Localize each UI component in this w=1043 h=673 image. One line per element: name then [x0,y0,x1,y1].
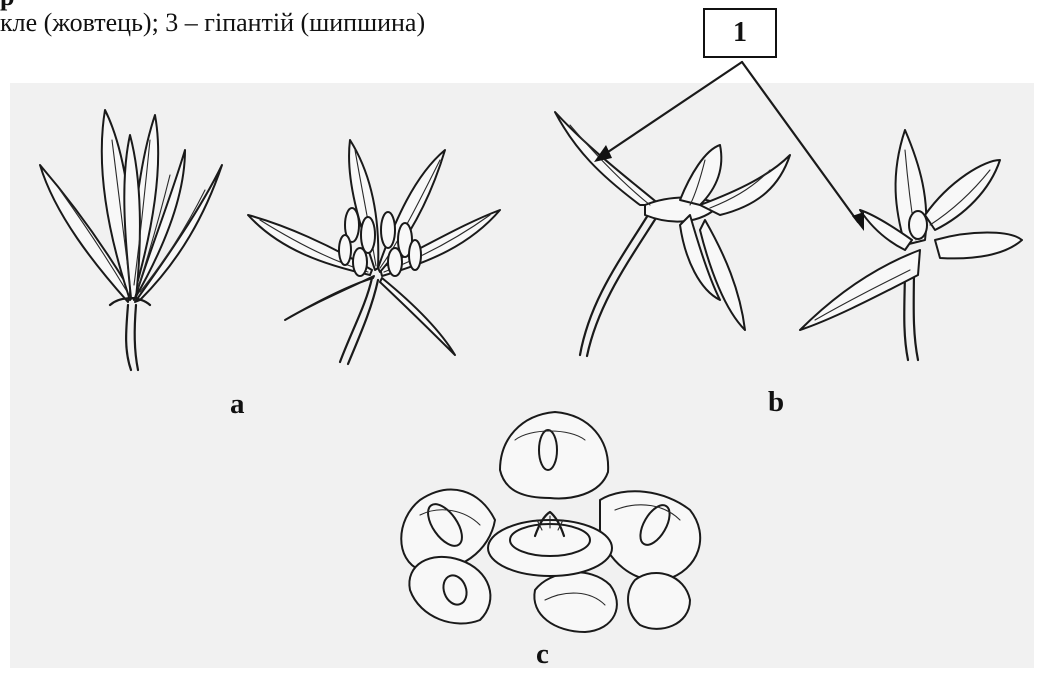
panel-label-c: c [536,640,549,669]
flower-a-open-star [248,140,500,364]
flower-b-spurred-left [555,112,790,356]
panel-label-b: b [768,388,784,417]
flower-b-spurred-right [800,130,1022,360]
flower-c-hypanthium [401,412,700,632]
panel-label-a: a [230,390,245,419]
flower-a-closed-bud [40,110,222,370]
callout-number-box: 1 [703,8,777,58]
